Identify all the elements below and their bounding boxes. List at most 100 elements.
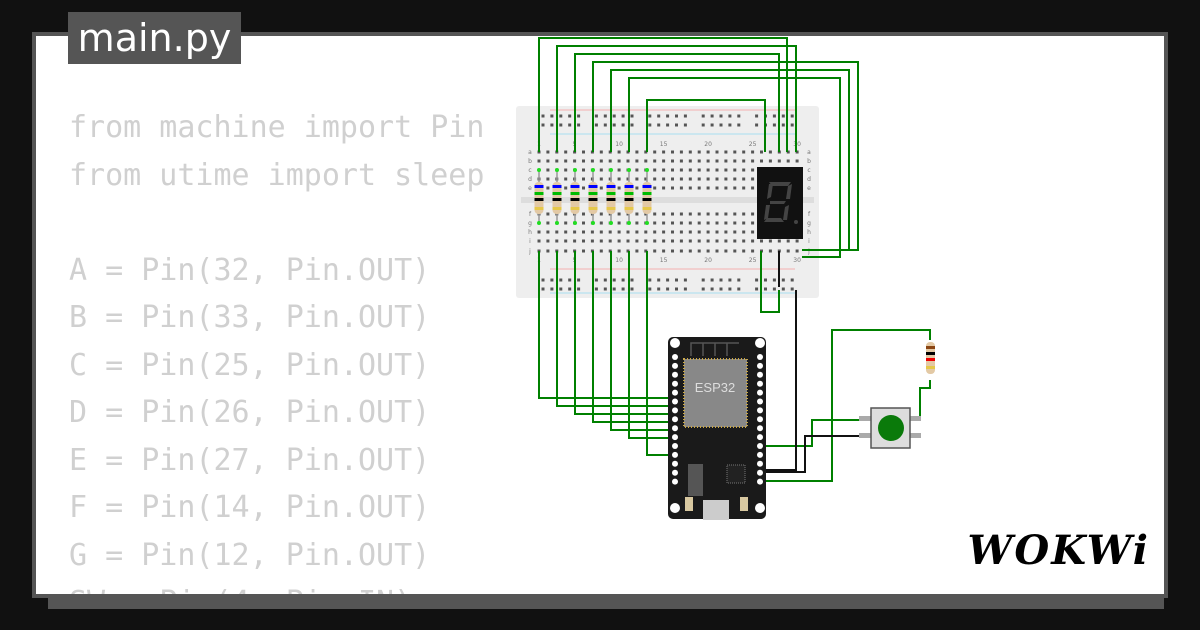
rail-hole <box>621 287 625 291</box>
rail-hole <box>755 278 759 282</box>
rail-hole <box>683 114 687 118</box>
hole <box>644 230 648 234</box>
hole <box>608 239 612 243</box>
rail-hole <box>781 278 785 282</box>
esp32-pin <box>672 380 678 387</box>
hole <box>742 249 746 253</box>
esp32-pin <box>672 389 678 396</box>
resistor-band <box>642 185 652 188</box>
rail-hole <box>657 114 661 118</box>
resistor-band <box>588 192 598 195</box>
rail-hole <box>594 278 598 282</box>
resistor-band <box>534 207 544 210</box>
column-label: 25 <box>749 141 757 148</box>
hole <box>688 186 692 190</box>
rail-hole <box>772 287 776 291</box>
rail-hole <box>781 287 785 291</box>
rail-hole <box>568 287 572 291</box>
esp32-pin <box>757 398 763 405</box>
rail-hole <box>603 278 607 282</box>
hole <box>653 239 657 243</box>
hole <box>644 177 648 181</box>
esp32-pin <box>757 354 763 360</box>
pushbutton[interactable] <box>859 407 921 449</box>
resistor-band <box>642 207 652 210</box>
hole <box>786 159 790 163</box>
code-line: SW = Pin(4, Pin.IN) <box>69 585 412 594</box>
hole <box>768 239 772 243</box>
mount-hole <box>670 338 680 348</box>
rail-hole <box>648 278 652 282</box>
hole <box>635 239 639 243</box>
hole <box>715 212 719 216</box>
hole <box>546 221 550 225</box>
hole <box>679 150 683 154</box>
hole <box>653 159 657 163</box>
rail-hole <box>559 278 563 282</box>
hole <box>697 177 701 181</box>
hole <box>608 212 612 216</box>
hole <box>564 168 568 172</box>
hole <box>582 186 585 190</box>
hole <box>742 239 746 243</box>
hole <box>724 239 728 243</box>
resistor-band <box>606 185 616 188</box>
hole <box>795 150 799 154</box>
resistor-band <box>570 192 580 195</box>
hole <box>751 150 755 154</box>
filename-tab[interactable]: main.py <box>68 12 241 64</box>
rail-hole <box>630 278 634 282</box>
rail-hole <box>559 123 563 127</box>
hole <box>653 230 657 234</box>
esp32-pin <box>757 389 763 396</box>
rail-hole <box>737 114 741 118</box>
resistor-band <box>552 185 562 188</box>
rail-hole <box>621 123 625 127</box>
hole <box>679 239 683 243</box>
hole <box>582 230 585 234</box>
hole <box>617 239 621 243</box>
rail-hole <box>737 287 741 291</box>
row-label: c <box>807 167 810 174</box>
hole <box>635 168 639 172</box>
hole <box>653 249 657 253</box>
hole <box>653 221 657 225</box>
hole <box>697 168 701 172</box>
hole <box>697 212 701 216</box>
hole <box>626 159 630 163</box>
column-label: 10 <box>615 141 623 148</box>
hole <box>706 239 710 243</box>
hole <box>626 239 630 243</box>
hole <box>599 230 603 234</box>
esp32-pin <box>757 416 763 423</box>
row-label: a <box>807 149 811 156</box>
hole <box>742 168 746 172</box>
hole <box>715 168 719 172</box>
resistor-band <box>624 192 634 195</box>
hole <box>617 150 621 154</box>
rail-hole <box>648 287 652 291</box>
rail-hole <box>710 123 714 127</box>
hole <box>768 159 772 163</box>
esp32-pin <box>672 478 678 485</box>
hole <box>617 159 621 163</box>
code-line: F = Pin(14, Pin.OUT) <box>69 490 431 525</box>
hole <box>582 212 585 216</box>
hole <box>617 249 621 253</box>
rail-hole <box>550 287 554 291</box>
hole <box>546 159 550 163</box>
rail-hole <box>790 114 794 118</box>
hole <box>733 239 737 243</box>
row-label: e <box>528 185 532 192</box>
hole <box>768 249 772 253</box>
resistor-band <box>570 207 580 210</box>
hole <box>733 159 737 163</box>
ground-wires <box>762 251 869 473</box>
rail-hole <box>755 287 759 291</box>
hole <box>608 230 612 234</box>
hole <box>697 150 701 154</box>
rail-hole <box>612 114 616 118</box>
rail-hole <box>701 287 705 291</box>
row-label: d <box>807 176 811 183</box>
